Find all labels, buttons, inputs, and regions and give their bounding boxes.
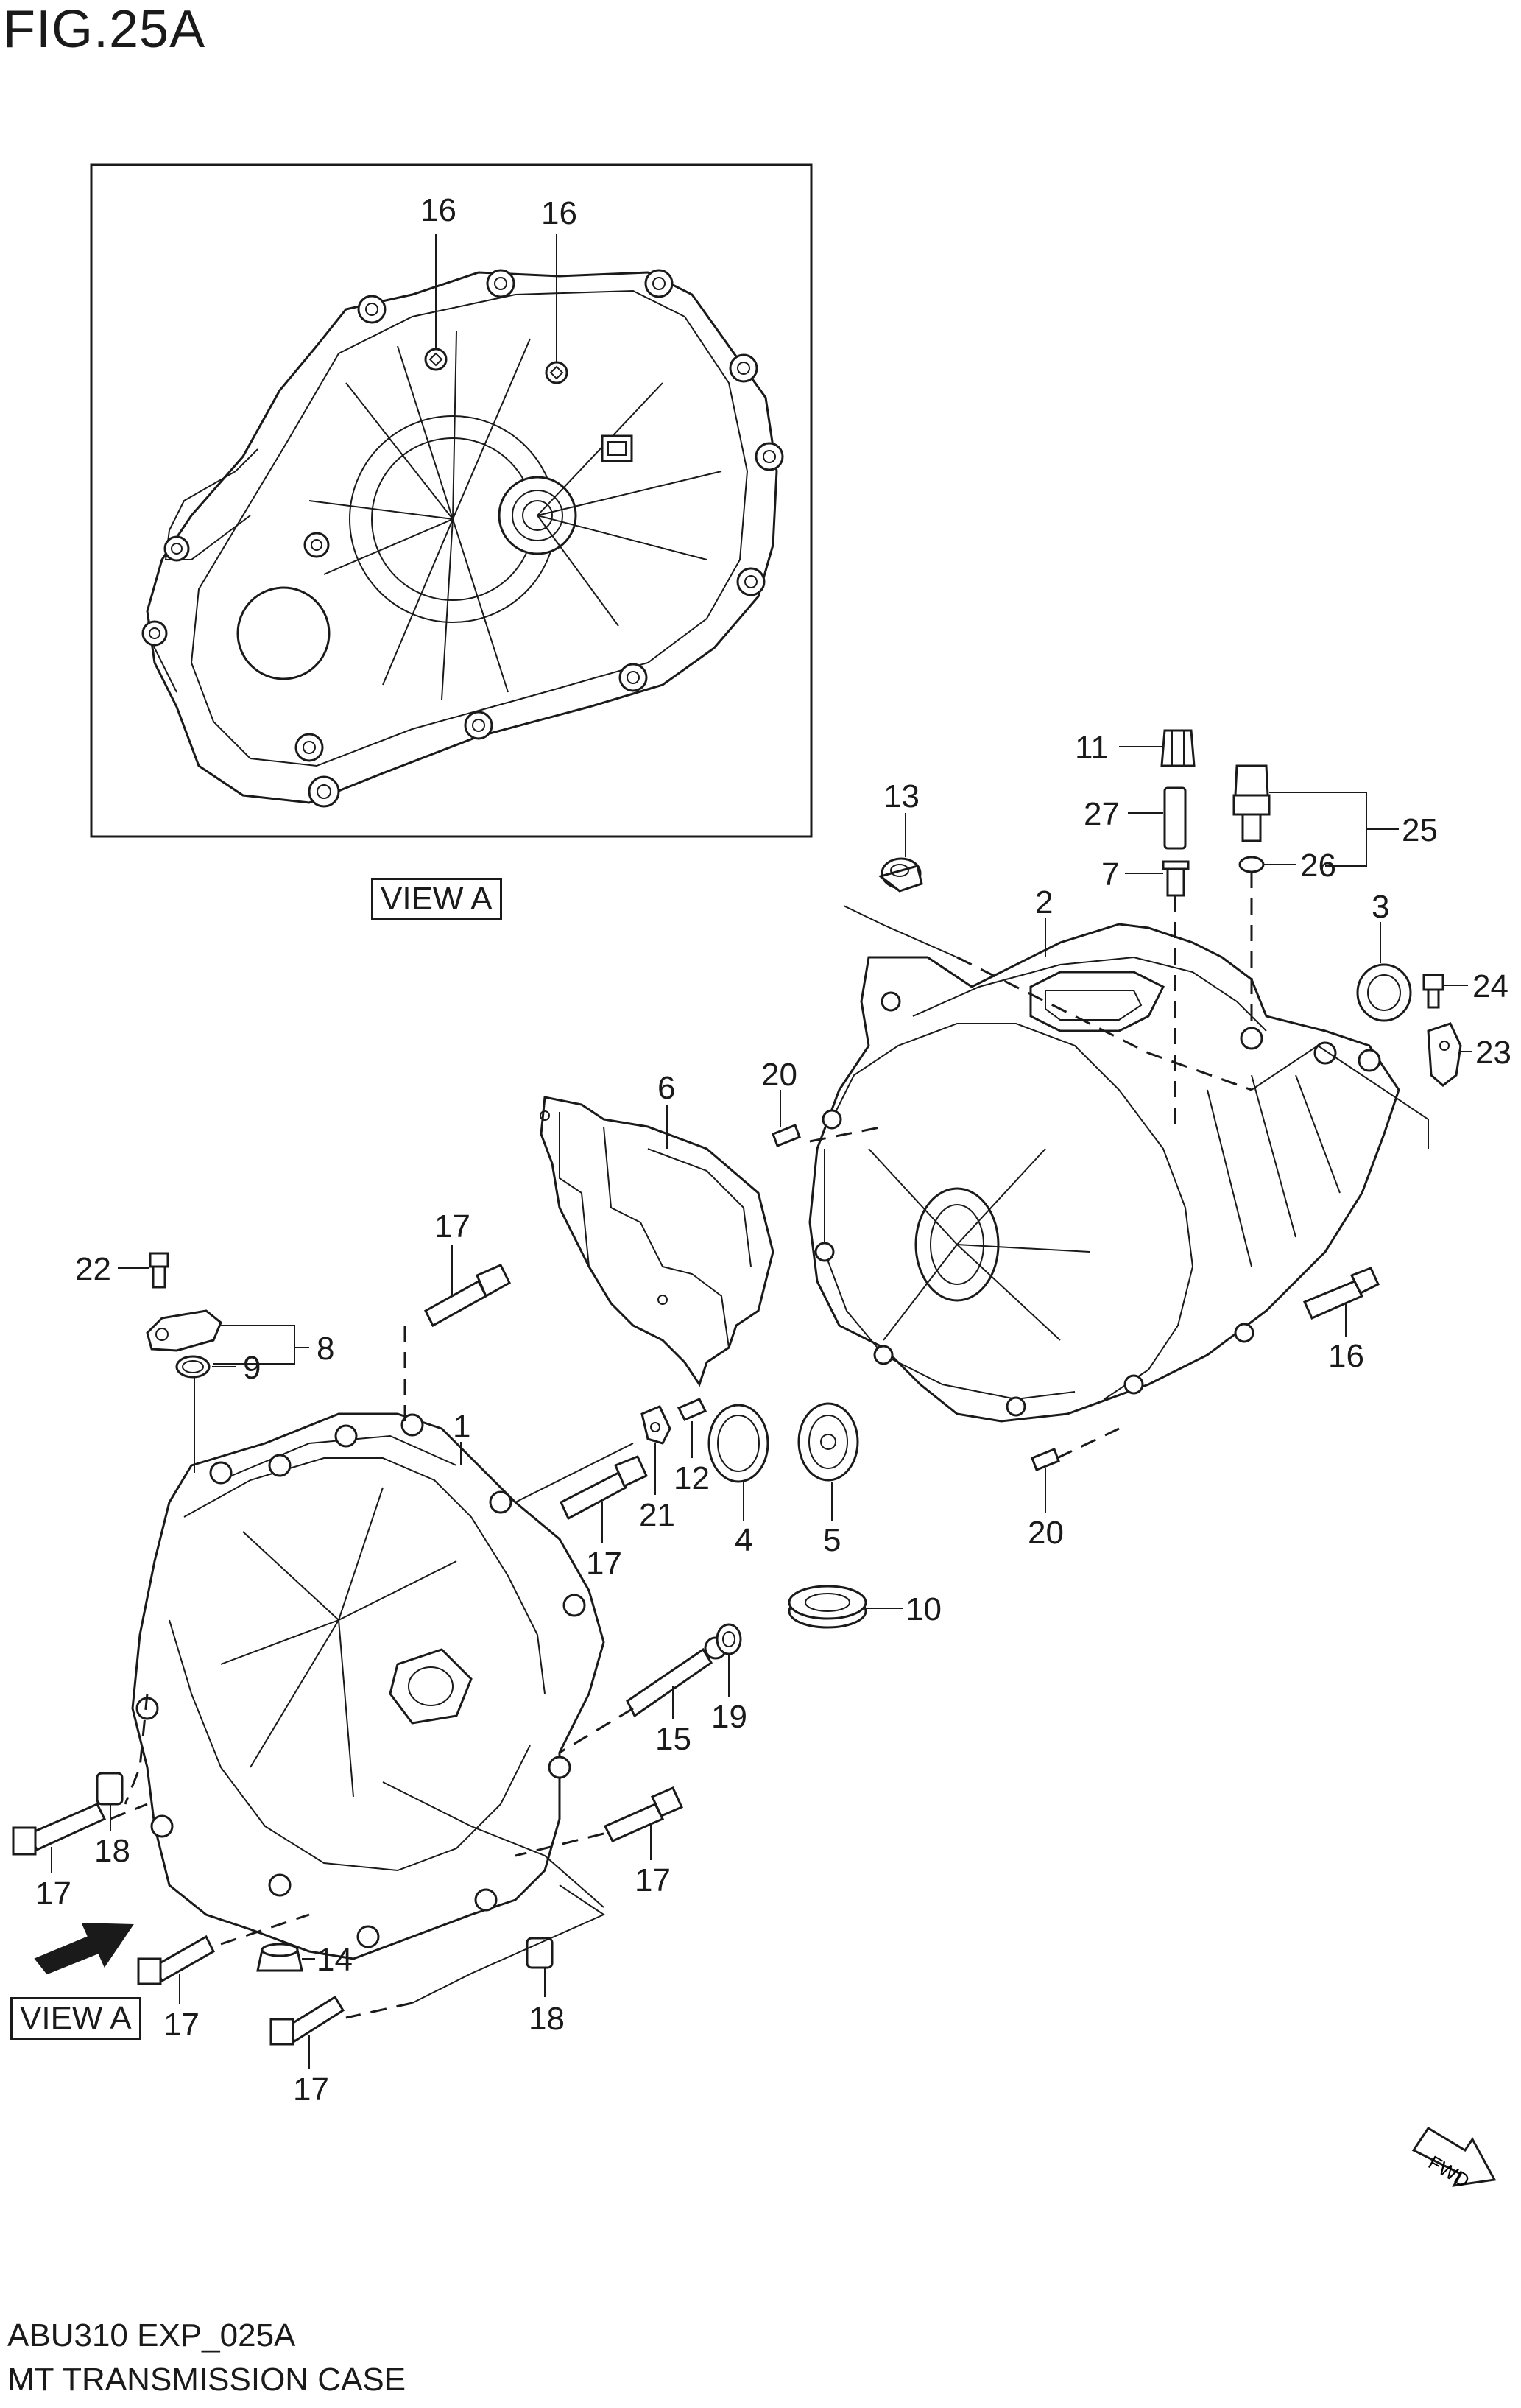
- washer-19: [716, 1623, 742, 1655]
- fwd-arrow: FWD: [1411, 2126, 1497, 2192]
- seal-3: [1356, 963, 1412, 1022]
- callout-16-view-a-left: 16: [420, 192, 456, 228]
- callout-14: 14: [317, 1942, 353, 1978]
- callout-20-bottom: 20: [1028, 1515, 1064, 1551]
- callout-17-bottom-b: 17: [293, 2071, 329, 2108]
- callout-11: 11: [1075, 730, 1109, 766]
- case-2-bosses: [814, 991, 1381, 1417]
- bolt-17-left: [12, 1803, 107, 1856]
- case-2-ribs: [868, 1074, 1341, 1341]
- bracket-23: [1427, 1022, 1462, 1087]
- callout-15: 15: [655, 1721, 691, 1757]
- callout-25: 25: [1402, 812, 1438, 848]
- callout-17-lower-right: 17: [635, 1862, 671, 1898]
- bolt-17-bottom-a: [137, 1935, 215, 1985]
- callout-9: 9: [243, 1350, 261, 1386]
- plate-8: [146, 1309, 222, 1352]
- bolt-17-mid: [560, 1455, 648, 1521]
- pin-20-bottom: [1031, 1448, 1060, 1471]
- callout-16-view-a-right: 16: [541, 195, 577, 231]
- washer-26: [1238, 856, 1265, 873]
- cover-5: [797, 1402, 859, 1482]
- bolt-17-top: [424, 1264, 511, 1328]
- clutch-housing-1: [131, 1412, 605, 1960]
- gasket-9: [175, 1355, 211, 1379]
- callout-10: 10: [906, 1591, 942, 1627]
- bolt-17-lower-right: [603, 1786, 684, 1842]
- callout-17-top: 17: [434, 1208, 470, 1245]
- callout-6: 6: [657, 1070, 675, 1106]
- figure-title: FIG.25A: [3, 0, 206, 59]
- callout-24: 24: [1472, 968, 1508, 1004]
- cover-6: [540, 1096, 774, 1387]
- bolt-12: [677, 1398, 707, 1421]
- plug-14: [256, 1943, 303, 1972]
- callout-1: 1: [453, 1409, 470, 1445]
- callout-17-bottom-a: 17: [163, 2007, 200, 2043]
- case-1-ribs: [220, 1487, 457, 1798]
- callout-22: 22: [75, 1251, 111, 1287]
- leader-lines: [51, 746, 1472, 2069]
- figure-code: ABU310 EXP_025A: [7, 2317, 296, 2354]
- seal-10: [788, 1585, 867, 1629]
- callout-5: 5: [823, 1522, 841, 1558]
- radial-ribs: [308, 331, 722, 700]
- callout-21: 21: [639, 1497, 675, 1533]
- callout-13: 13: [883, 778, 920, 814]
- callout-17-mid: 17: [586, 1546, 622, 1582]
- callout-19: 19: [711, 1699, 747, 1735]
- figure-name: MT TRANSMISSION CASE: [7, 2362, 406, 2398]
- view-a-inset: 16 16: [90, 163, 813, 838]
- callout-8: 8: [317, 1331, 334, 1367]
- transmission-case-2: [808, 923, 1400, 1423]
- case-1-bosses: [135, 1413, 586, 1948]
- callout-numbers: 1 2 3 4 5 6 7 8 9 10 11 12 13 14 15 16 1…: [35, 730, 1511, 2108]
- sleeve-27: [1163, 786, 1187, 850]
- bushing-18-left: [96, 1772, 124, 1806]
- view-a-arrow: [34, 1922, 134, 1975]
- callout-18-left: 18: [94, 1833, 130, 1869]
- pin-20-top: [772, 1124, 801, 1147]
- callout-18-bottom: 18: [529, 2001, 565, 2037]
- callout-23: 23: [1475, 1035, 1511, 1071]
- perimeter-bolt-bosses: [141, 269, 784, 808]
- callout-7: 7: [1101, 856, 1119, 893]
- callout-12: 12: [674, 1460, 710, 1496]
- callout-16-right: 16: [1328, 1338, 1364, 1374]
- view-a-label-arrow: VIEW A: [10, 1997, 141, 2040]
- bolt-16-right: [1302, 1267, 1380, 1320]
- callout-20-top: 20: [761, 1057, 797, 1093]
- callout-3: 3: [1372, 889, 1389, 925]
- callout-2: 2: [1035, 884, 1053, 920]
- view-a-plug-right: [545, 361, 568, 384]
- bolt-24: [1422, 974, 1444, 1009]
- pin-7: [1162, 860, 1190, 897]
- callout-17-left: 17: [35, 1876, 71, 1912]
- bolt-17-bottom-b: [269, 1995, 345, 2046]
- view-a-label-inset: VIEW A: [371, 878, 502, 920]
- cover-4: [707, 1404, 769, 1483]
- bolt-22: [149, 1252, 169, 1289]
- callout-4: 4: [735, 1522, 752, 1558]
- oil-seal-13: [878, 857, 923, 893]
- bracket-21: [640, 1405, 671, 1445]
- switch-25: [1232, 764, 1271, 842]
- callout-27: 27: [1084, 796, 1120, 832]
- sensor-11: [1160, 729, 1196, 767]
- view-a-plug-left: [424, 348, 448, 371]
- callout-26: 26: [1300, 848, 1336, 884]
